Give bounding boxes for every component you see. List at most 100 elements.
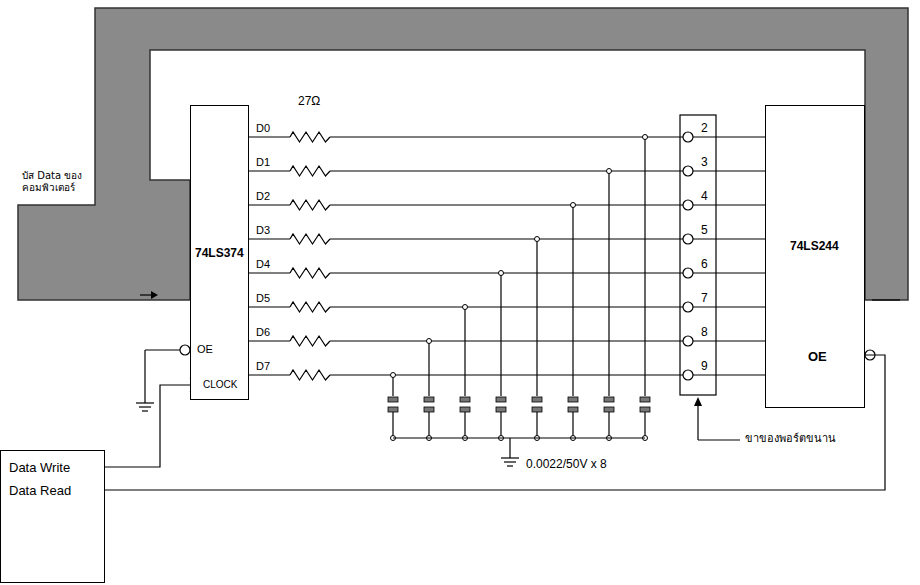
signal-label: D4 (256, 258, 270, 271)
capacitor-symbol (460, 397, 470, 402)
data-line (693, 136, 765, 137)
ground-symbol (139, 406, 151, 407)
data-line (248, 204, 290, 205)
resistor-symbol (290, 132, 330, 142)
oe-line (145, 349, 180, 350)
port-pin (683, 268, 693, 278)
signal-label: D7 (256, 360, 270, 373)
capacitor-symbol (532, 397, 542, 402)
data-line (330, 204, 683, 205)
capacitor-lead (644, 412, 645, 438)
pin-number: 8 (701, 325, 708, 339)
signal-label: OE (808, 349, 827, 364)
arrow-head (694, 397, 702, 406)
junction-dot (391, 373, 396, 378)
capacitor-lead (644, 137, 645, 396)
inverter-bubble (180, 345, 190, 355)
resistor-symbol (290, 336, 330, 346)
oe-line (144, 350, 145, 395)
ground-symbol (509, 450, 510, 458)
capacitor-lead (392, 412, 393, 438)
data-line (330, 272, 683, 273)
pin-number: 3 (701, 155, 708, 169)
signal-label: 27Ω (298, 94, 320, 108)
signal-label: D5 (256, 292, 270, 305)
ic-74ls374: 74LS374 (190, 105, 249, 400)
data-line (693, 170, 765, 171)
node-text: Data Read (9, 483, 71, 498)
signal-label: D3 (256, 224, 270, 237)
port-pin (683, 370, 693, 380)
pin-number: 7 (701, 291, 708, 305)
data-line (248, 238, 290, 239)
capacitor-symbol (532, 407, 542, 412)
signal-label: บัส Data ของคอมพิวเตอร์ (22, 170, 98, 194)
capacitor-lead (500, 412, 501, 438)
capacitor-symbol (496, 407, 506, 412)
data-line (330, 170, 683, 171)
signal-label: D6 (256, 326, 270, 339)
data-line (248, 170, 290, 171)
node-text: 74LS374 (195, 246, 244, 260)
ground-symbol (507, 465, 513, 466)
node-text: Data Write (9, 460, 70, 475)
signal-label: 0.0022/50V x 8 (526, 457, 607, 471)
data-line (693, 306, 765, 307)
signal-label: D2 (256, 190, 270, 203)
data-line (248, 340, 290, 341)
data-line (248, 272, 290, 273)
port-pin (683, 200, 693, 210)
capacitor-lead (500, 273, 501, 396)
pin-number: 5 (701, 223, 708, 237)
resistor-symbol (290, 268, 330, 278)
capacitor-lead (572, 205, 573, 396)
data-line (693, 272, 765, 273)
resistor-symbol (290, 166, 330, 176)
junction-dot (643, 135, 648, 140)
junction-dot (499, 271, 504, 276)
capacitor-symbol (604, 407, 614, 412)
resistor-symbol (290, 370, 330, 380)
capacitor-symbol (424, 407, 434, 412)
ground-symbol (142, 410, 148, 411)
capacitor-lead (464, 307, 465, 396)
capacitor-symbol (640, 397, 650, 402)
ground-symbol (501, 457, 519, 458)
data-line (693, 238, 765, 239)
capacitor-lead (428, 341, 429, 396)
data-line (330, 238, 683, 239)
capacitor-lead (428, 412, 429, 438)
signal-label: ขาของพอร์ตขนาน (745, 432, 836, 445)
capacitor-symbol (496, 397, 506, 402)
capacitor-symbol (388, 397, 398, 402)
data-line (330, 340, 683, 341)
pin-number: 6 (701, 257, 708, 271)
signal-label: CLOCK (203, 379, 237, 391)
bus-arrow (151, 291, 158, 299)
node-text: 74LS244 (790, 239, 839, 253)
bus-arrow (872, 299, 900, 300)
capacitor-symbol (640, 407, 650, 412)
ground-bus (393, 437, 645, 438)
signal-label: OE (197, 343, 213, 356)
capacitor-lead (536, 412, 537, 438)
port-pin (683, 234, 693, 244)
capacitor-symbol (604, 397, 614, 402)
capacitor-lead (392, 375, 393, 396)
pin-number: 9 (701, 359, 708, 373)
signal-wire (105, 385, 190, 467)
capacitor-symbol (568, 407, 578, 412)
capacitor-lead (608, 412, 609, 438)
control-signal-box: Data WriteData Read (0, 450, 105, 583)
data-line (330, 136, 683, 137)
signal-label: D1 (256, 156, 270, 169)
port-pin (683, 132, 693, 142)
leader-line (698, 439, 740, 440)
leader-line (697, 402, 698, 440)
data-line (330, 374, 683, 375)
data-line (693, 340, 765, 341)
data-line (693, 204, 765, 205)
parallel-port-connector (680, 115, 716, 395)
ground-symbol (144, 395, 145, 403)
resistor-symbol (290, 234, 330, 244)
